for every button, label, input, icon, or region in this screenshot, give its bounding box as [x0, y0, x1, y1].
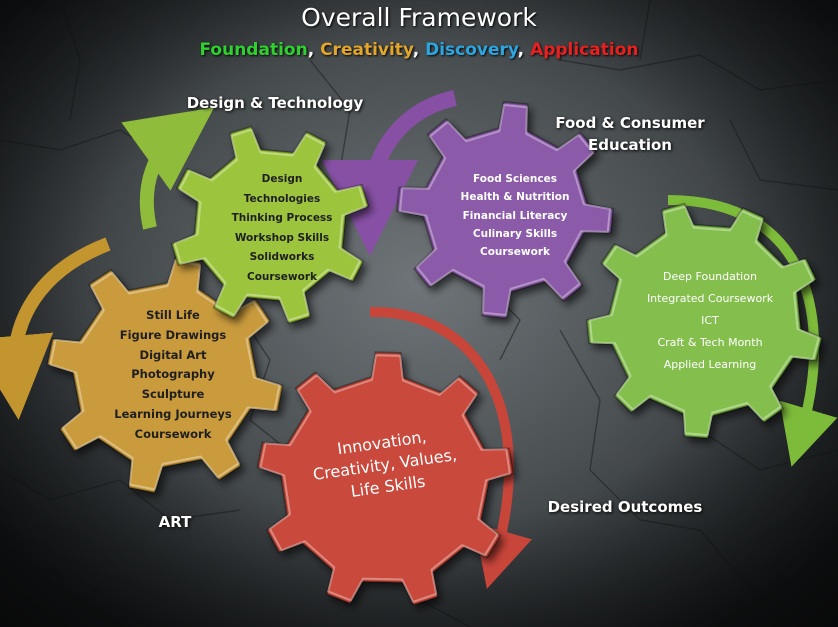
- food-label-line2: Education: [588, 135, 672, 154]
- art-item: Photography: [131, 367, 215, 382]
- design-tech-item: Workshop Skills: [234, 231, 330, 244]
- design-tech-item: Thinking Process: [231, 212, 333, 224]
- art-item: Figure Drawings: [119, 327, 227, 342]
- food-gear: [395, 100, 615, 320]
- desired-item: Craft & Tech Month: [657, 336, 763, 349]
- art-label: ART: [158, 513, 192, 531]
- pillar-application: Application: [530, 40, 639, 60]
- art-item: Coursework: [134, 426, 212, 441]
- core-outcomes-gear: [256, 351, 514, 606]
- pillar-discovery: Discovery: [425, 40, 518, 60]
- design-tech-item: Coursework: [246, 270, 318, 283]
- food-label-line1: Food & Consumer: [555, 114, 705, 132]
- desired-outcomes-label: Desired Outcomes: [547, 498, 703, 516]
- design-tech-arrow: [121, 107, 215, 230]
- art-item: Digital Art: [139, 347, 207, 362]
- desired-outcomes-gear: [585, 202, 823, 440]
- design-tech-item: Design: [261, 173, 303, 185]
- art-item: Sculpture: [141, 387, 205, 402]
- food-item: Financial Literacy: [462, 209, 568, 222]
- gear-highlight: [259, 354, 511, 604]
- desired-item: Deep Foundation: [663, 270, 757, 283]
- gear-highlight: [173, 128, 367, 322]
- pillar-foundation: Foundation: [199, 40, 308, 60]
- gear-shape: [256, 351, 514, 606]
- food-arrow: [322, 90, 457, 256]
- food-item: Food Sciences: [473, 173, 557, 185]
- design-tech-subject-list: Design Technologies Thinking Process Wor…: [212, 170, 352, 287]
- gear-highlight: [588, 205, 820, 437]
- gear-shape: [585, 202, 823, 440]
- food-consumer-label: Food & Consumer Education: [540, 113, 720, 157]
- pillar-creativity: Creativity: [320, 40, 413, 60]
- design-tech-item: Solidworks: [249, 251, 315, 263]
- art-item: Still Life: [146, 308, 200, 322]
- food-subject-list: Food Sciences Health & Nutrition Financi…: [440, 170, 590, 261]
- art-subject-list: Still Life Figure Drawings Digital Art P…: [98, 306, 248, 445]
- desired-item: Integrated Coursework: [646, 292, 774, 305]
- food-item: Health & Nutrition: [460, 191, 570, 204]
- design-tech-item: Technologies: [243, 192, 321, 205]
- art-item: Learning Journeys: [114, 406, 232, 421]
- food-item: Coursework: [479, 246, 551, 259]
- desired-item: Applied Learning: [663, 358, 757, 371]
- art-arrow: [0, 237, 111, 420]
- gear-highlight: [398, 103, 612, 317]
- design-tech-gear: [170, 125, 370, 325]
- art-gear: [46, 256, 284, 494]
- design-tech-label: Design & Technology: [186, 94, 364, 112]
- desired-item: ICT: [701, 314, 719, 327]
- food-item: Culinary Skills: [472, 227, 558, 240]
- framework-pillars: Foundation, Creativity, Discovery, Appli…: [199, 40, 639, 60]
- gear-highlight: [49, 259, 281, 491]
- core-arrow: [369, 306, 532, 589]
- page-title: Overall Framework: [301, 3, 537, 32]
- desired-outcomes-list: Deep Foundation Integrated Coursework IC…: [630, 266, 790, 376]
